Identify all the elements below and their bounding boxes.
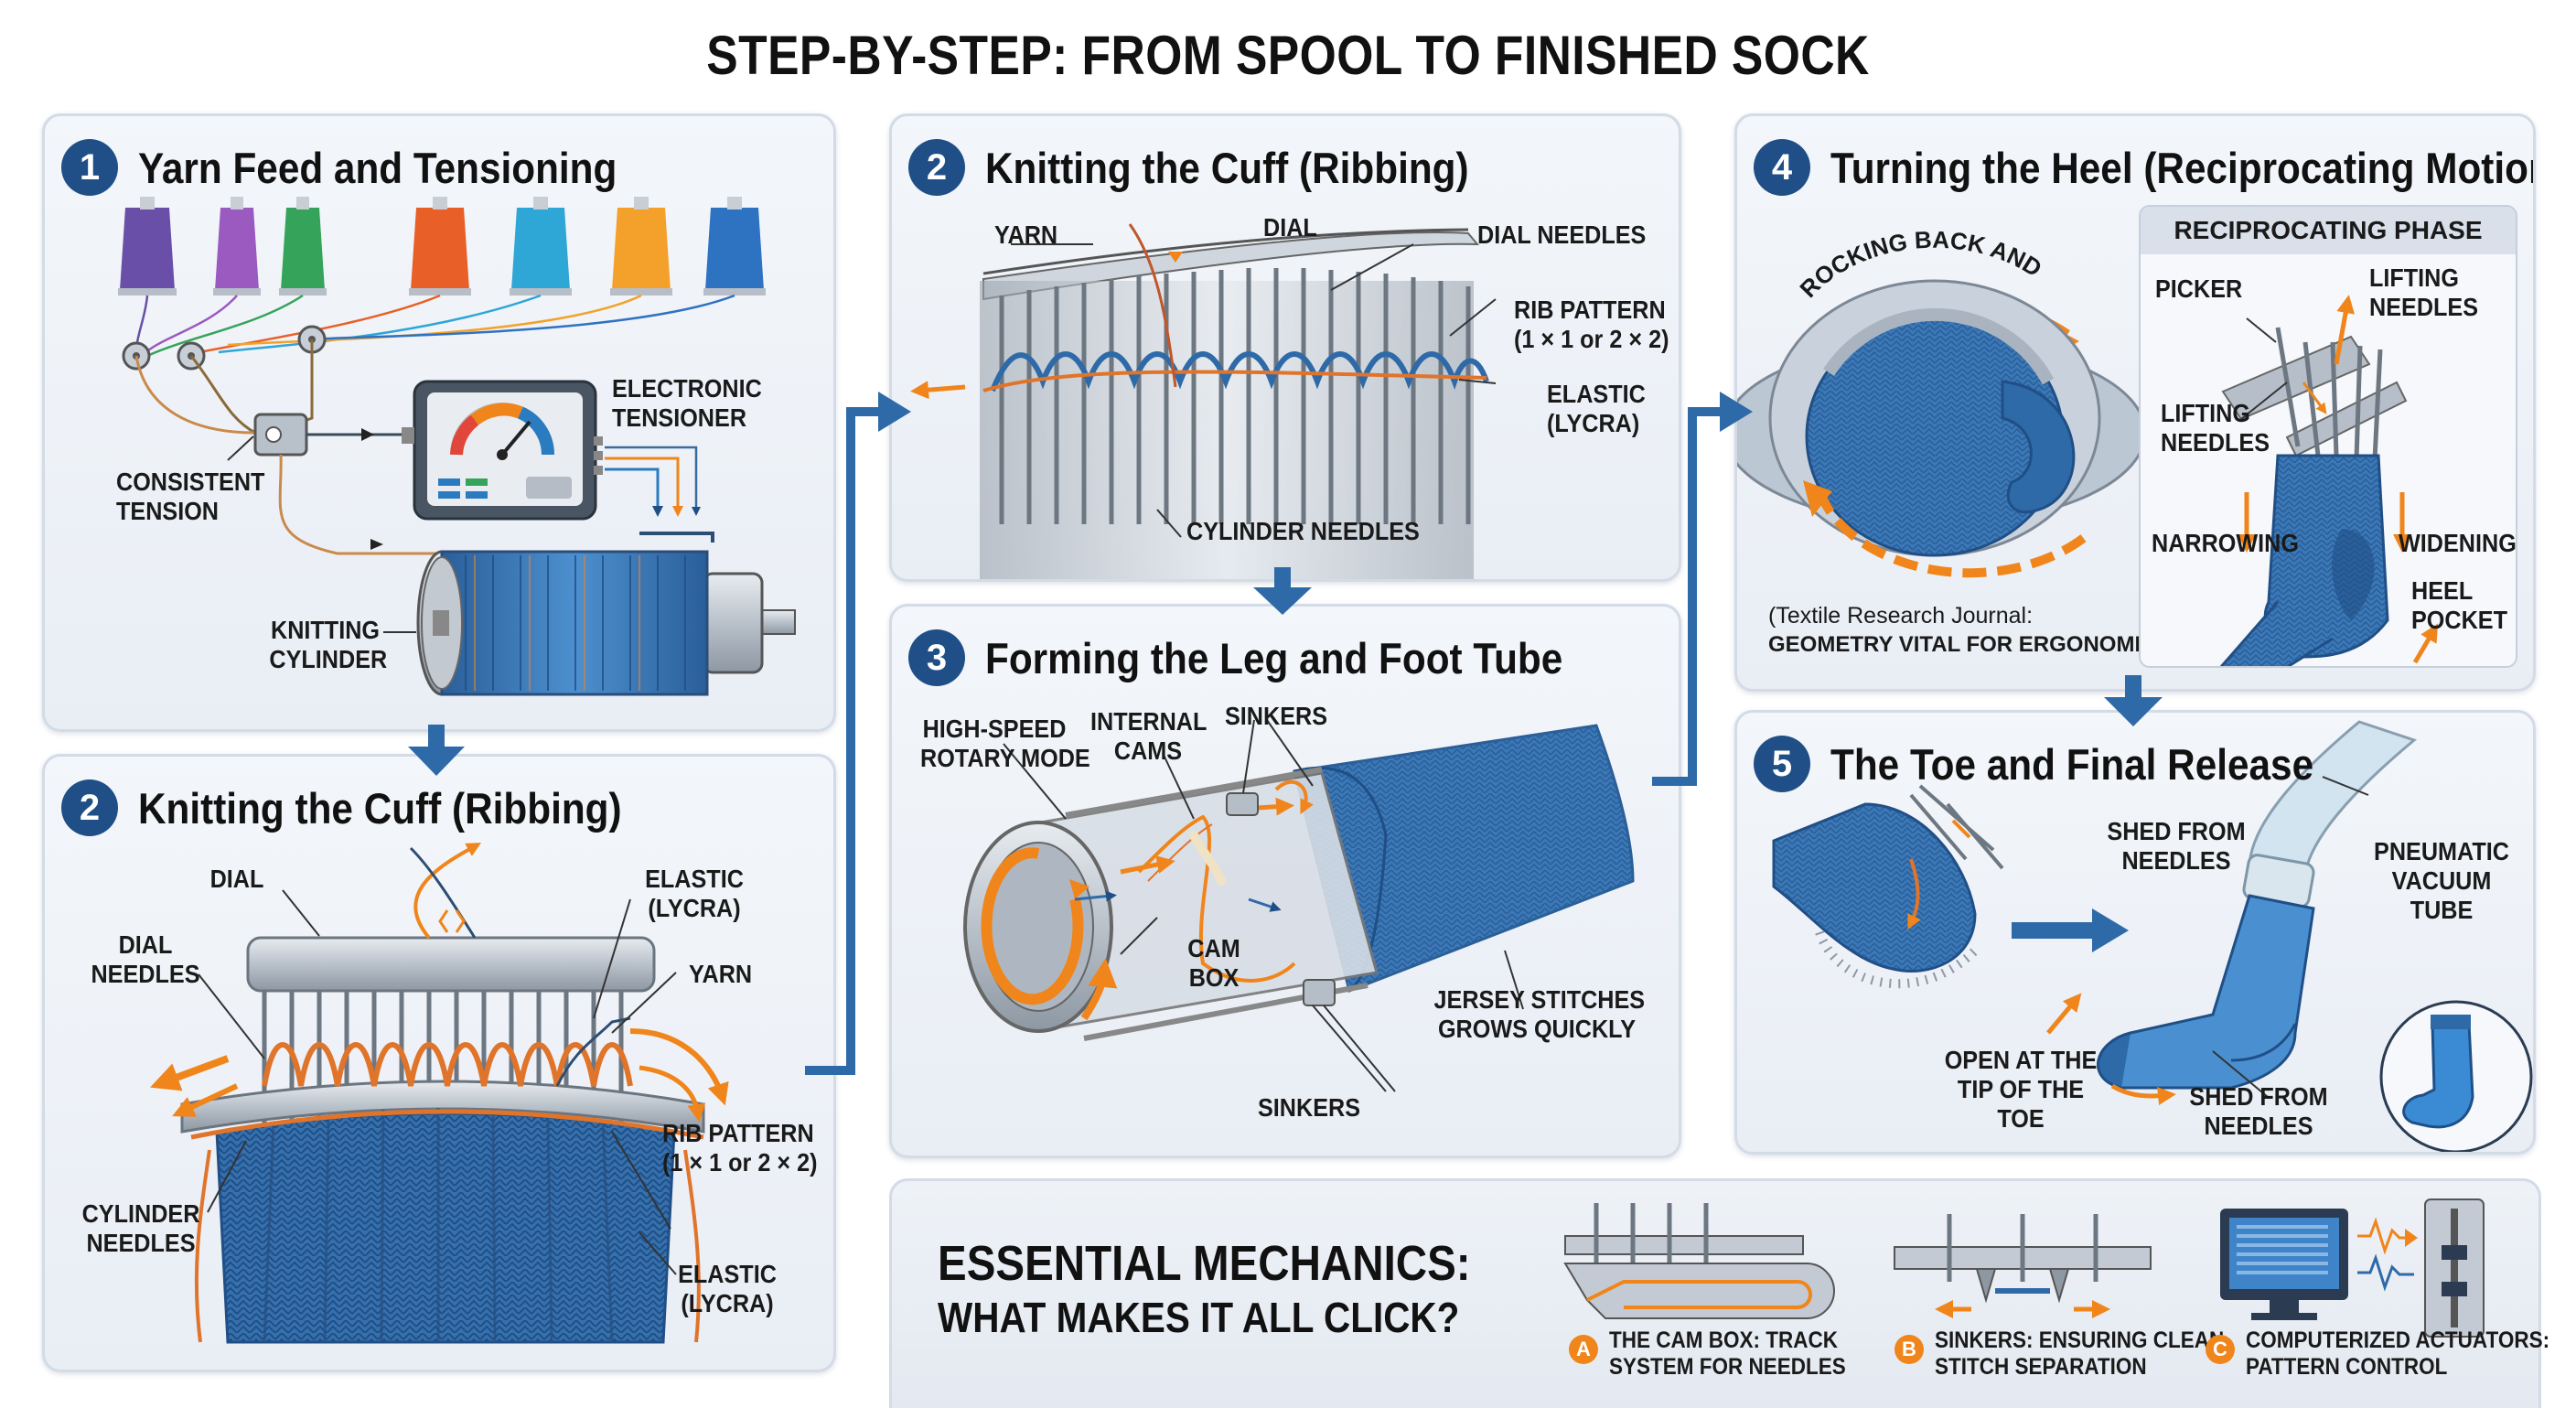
label-picker: PICKER [2155,274,2243,303]
electronic-tensioner-device [402,380,603,521]
panel-toe-release: 5 The Toe and Final Release SHED FROM NE… [1734,710,2536,1155]
label-electronic-tensioner: ELECTRONIC TENSIONER [612,374,762,432]
mechanics-subtitle: WHAT MAKES IT ALL CLICK? [938,1294,1460,1341]
label-cylinder-needles: CYLINDER NEEDLES [1186,517,1420,545]
label-heel-pocket: HEEL POCKET [2411,576,2508,634]
label-rib-pattern: RIB PATTERN (1 × 1 or 2 × 2) [1514,296,1669,353]
panel-title: The Toe and Final Release [1830,739,2314,789]
label-open-at-tip: OPEN AT THE TIP OF THE TOE [1944,1046,2098,1133]
label-dial-needles: DIAL NEEDLES [1477,220,1647,249]
step-number-badge: 1 [61,139,118,196]
leg-tube-illustration [963,719,1635,1092]
step-number-badge: 4 [1754,139,1810,196]
panel-title: Knitting the Cuff (Ribbing) [138,783,622,833]
label-high-speed-rotary: HIGH-SPEED ROTARY MODE [920,715,1090,772]
label-rib-pattern: RIB PATTERN (1 × 1 or 2 × 2) [662,1119,818,1177]
mechanic-item-sinkers: B SINKERS: ENSURING CLEAN STITCH SEPARAT… [1894,1327,2256,1381]
spool-icons [118,197,766,296]
label-jersey-stitches: JERSEY STITCHES GROWS QUICKLY [1433,985,1646,1043]
label-consistent-tension: CONSISTENT TENSION [116,468,265,525]
panel-cuff-right: 2 Knitting the Cuff (Ribbing) YARN DIAL … [889,113,1681,582]
heel-turning-illustration: ROCKING BACK AND FORTH [1737,116,2147,578]
knitting-cylinder-illustration [416,550,796,696]
panel-heading: 5 The Toe and Final Release [1754,731,2367,797]
label-elastic-lycra: ELASTIC (LYCRA) [645,865,744,922]
reciprocating-phase-header: RECIPROCATING PHASE [2141,207,2516,254]
step-number-badge: 2 [61,779,118,836]
step-number-badge: 5 [1754,736,1810,792]
label-widening: WIDENING [2399,529,2517,557]
panel-heading: 4 Turning the Heel (Reciprocating Motion… [1754,134,2536,200]
label-yarn: YARN [689,960,753,988]
computer-actuator-icon [2220,1198,2485,1338]
label-internal-cams: INTERNAL CAMS [1090,707,1208,765]
label-knitting-cylinder: KNITTING CYLINDER [269,616,388,673]
panel-cuff-left: 2 Knitting the Cuff (Ribbing) DIAL DIAL … [42,754,836,1372]
panel-title: Forming the Leg and Foot Tube [985,633,1563,683]
citation-line-2: GEOMETRY VITAL FOR ERGONOMICS) [1768,632,2179,657]
label-narrowing: NARROWING [2152,529,2299,557]
mechanics-title: ESSENTIAL MECHANICS: [938,1236,1471,1291]
mechanics-icons [1563,1198,2485,1338]
panel-title: Turning the Heel (Reciprocating Motion) [1830,143,2536,192]
reciprocating-phase-illustration [2219,295,2439,666]
panel-yarn-feed: 1 Yarn Feed and Tensioning ELECTRONIC TE… [42,113,836,732]
step-number-badge: 2 [908,139,965,196]
panel-heading: 2 Knitting the Cuff (Ribbing) [908,134,1522,200]
cuff-needle-bed-illustration [910,223,1497,579]
panel-heading: 1 Yarn Feed and Tensioning [61,134,671,200]
mechanic-letter-badge: B [1894,1335,1924,1364]
cam-track-icon [1563,1203,1835,1319]
label-shed-from-needles-bottom: SHED FROM NEEDLES [2189,1082,2328,1140]
mechanic-text: THE CAM BOX: TRACK SYSTEM FOR NEEDLES [1609,1327,1846,1380]
label-dial-needles: DIAL NEEDLES [91,930,200,988]
panel-leg-foot-tube: 3 Forming the Leg and Foot Tube HIGH-SPE… [889,604,1681,1158]
mechanic-letter-badge: A [1569,1335,1598,1364]
step-number-badge: 3 [908,629,965,686]
label-sinkers-top: SINKERS [1224,702,1328,730]
page-title: STEP-BY-STEP: FROM SPOOL TO FINISHED SOC… [706,25,1870,86]
label-sinkers-bottom: SINKERS [1257,1093,1361,1122]
label-elastic-lycra-lower: ELASTIC (LYCRA) [678,1260,777,1317]
label-elastic-lycra: ELASTIC (LYCRA) [1547,380,1646,437]
essential-mechanics-panel: ESSENTIAL MECHANICS: WHAT MAKES IT ALL C… [889,1178,2549,1408]
cuff-ribbing-illustration [150,843,729,1344]
label-yarn: YARN [994,220,1058,249]
panel-heading: 3 Forming the Leg and Foot Tube [908,625,1626,691]
label-lifting-needles-top: LIFTING NEEDLES [2369,263,2479,321]
mechanic-item-cam-box: A THE CAM BOX: TRACK SYSTEM FOR NEEDLES [1569,1327,1873,1381]
panel-title: Knitting the Cuff (Ribbing) [985,143,1469,192]
reciprocating-phase-box: RECIPROCATING PHASE PICKER LIFTING NEEDL… [2139,205,2517,668]
yarn-feed-illustration [118,197,796,696]
label-dial: DIAL [209,865,264,893]
panel-title: Yarn Feed and Tensioning [138,143,617,192]
label-pneumatic-vacuum-tube: PNEUMATIC VACUUM TUBE [2374,837,2509,924]
citation-line-1: (Textile Research Journal: [1768,603,2034,629]
label-shed-from-needles-top: SHED FROM NEEDLES [2107,817,2246,875]
mechanic-text: COMPUTERIZED ACTUATORS: PATTERN CONTROL [2246,1327,2550,1380]
label-lifting-needles-left: LIFTING NEEDLES [2161,399,2270,457]
label-cylinder-needles: CYLINDER NEEDLES [81,1199,200,1257]
toe-release-illustration [1772,720,2533,1152]
mechanic-letter-badge: C [2206,1335,2235,1364]
mechanic-item-actuators: C COMPUTERIZED ACTUATORS: PATTERN CONTRO… [2206,1327,2576,1381]
panel-heel-turning: ROCKING BACK AND FORTH 4 Turning the Hee… [1734,113,2536,692]
label-cam-box: CAM BOX [1187,934,1240,992]
label-dial: DIAL [1263,213,1317,242]
sinkers-icon [1894,1214,2152,1318]
panel-heading: 2 Knitting the Cuff (Ribbing) [61,775,675,841]
mechanic-text: SINKERS: ENSURING CLEAN STITCH SEPARATIO… [1935,1327,2225,1380]
